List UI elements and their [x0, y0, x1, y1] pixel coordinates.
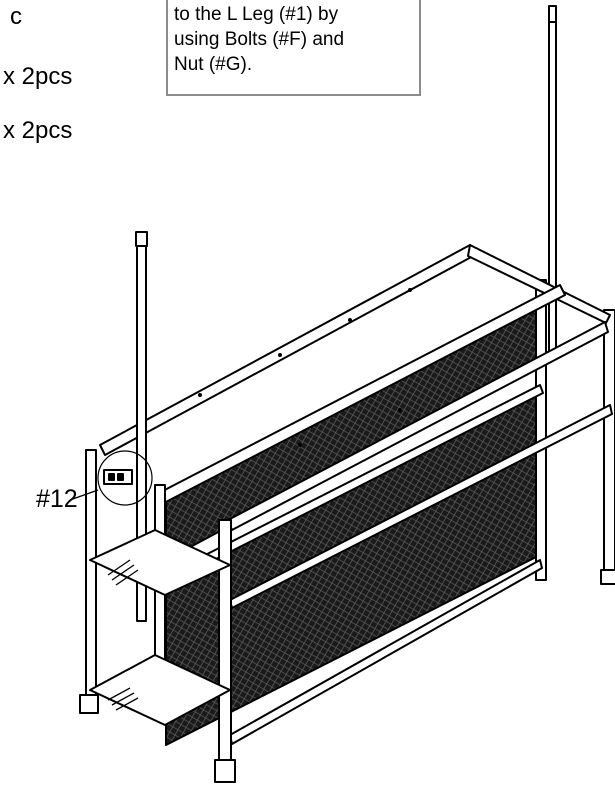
partial-text-3: x 2pcs [3, 117, 73, 144]
partial-text-1: c [10, 3, 22, 30]
instruction-line-1: to the L Leg (#1) by [174, 4, 339, 25]
instruction-line-3: Nut (#G). [174, 54, 253, 75]
instruction-callout: to the L Leg (#1) by using Bolts (#F) an… [166, 0, 421, 96]
part-label-12: #12 [36, 485, 78, 513]
detail-circle [97, 450, 153, 506]
right-rear-leg-b [535, 279, 547, 581]
leader-line [69, 489, 99, 501]
left-shelf-lower [89, 654, 231, 726]
right-rear-leg-a [603, 309, 615, 581]
partial-text-2: x 2pcs [3, 63, 73, 90]
instruction-line-2: using Bolts (#F) and [174, 29, 345, 50]
left-front-leg [85, 449, 97, 706]
left-shelf-upper [89, 529, 231, 596]
front-right-leg [218, 519, 232, 776]
